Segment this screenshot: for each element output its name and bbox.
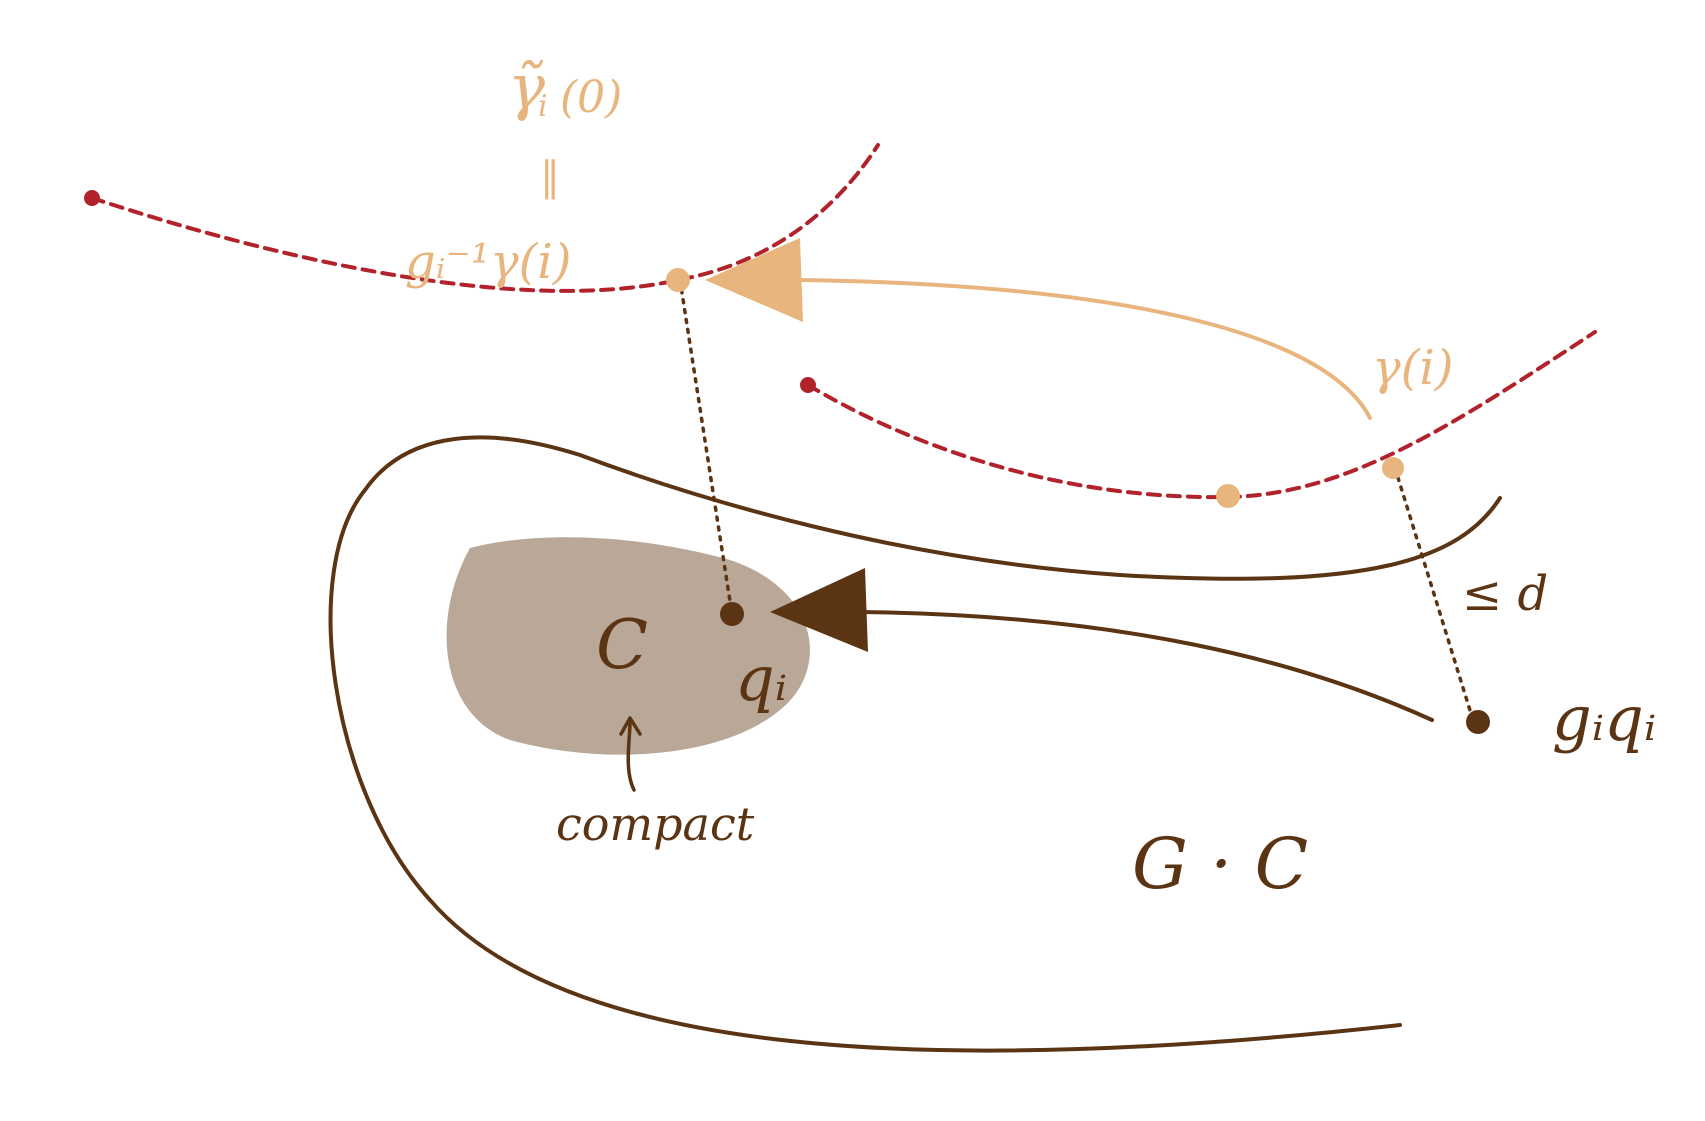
region-G-dot-C-boundary (328, 435, 1502, 1053)
label-gi-inv-gamma-i: gᵢ⁻¹γ(i) (405, 234, 571, 290)
brown-action-arrowhead (770, 568, 868, 652)
brown-action-arrow-shaft (858, 610, 1434, 722)
label-gamma-tilde: γ̃ (508, 50, 546, 123)
compact-pointer-arrow (626, 720, 636, 792)
label-gamma-tilde-arg: (0) (560, 72, 622, 123)
label-C: C (596, 606, 648, 685)
upper-curve-endpoint (84, 190, 100, 206)
compact-pointer-arrowhead (619, 716, 642, 736)
point-lower-curve-extra (1216, 484, 1240, 508)
dashed-geodesic-lower (806, 330, 1597, 500)
label-gamma-tilde-sub: i (538, 89, 548, 124)
label-le-d: ≤ d (1462, 566, 1548, 622)
label-equals: ‖ (540, 154, 560, 200)
label-qi: qᵢ (735, 642, 787, 715)
lower-curve-endpoint (800, 377, 816, 393)
point-qi (720, 602, 744, 626)
compact-set-C (446, 537, 810, 755)
dashed-geodesic-upper (90, 143, 880, 293)
label-G-dot-C: G · C (1132, 823, 1308, 905)
label-gamma-i: γ(i) (1372, 340, 1454, 396)
label-giqi: gᵢqᵢ (1552, 682, 1656, 755)
dotted-line-to-giqi (1393, 466, 1475, 722)
dotted-line-to-qi (678, 278, 734, 616)
point-gamma-i (1382, 457, 1404, 479)
point-giqi (1466, 710, 1490, 734)
orange-action-arrow-shaft (798, 278, 1372, 420)
orange-action-arrowhead (705, 238, 803, 322)
label-compact: compact (556, 797, 755, 851)
point-gi-inv-gamma-i (666, 268, 690, 292)
